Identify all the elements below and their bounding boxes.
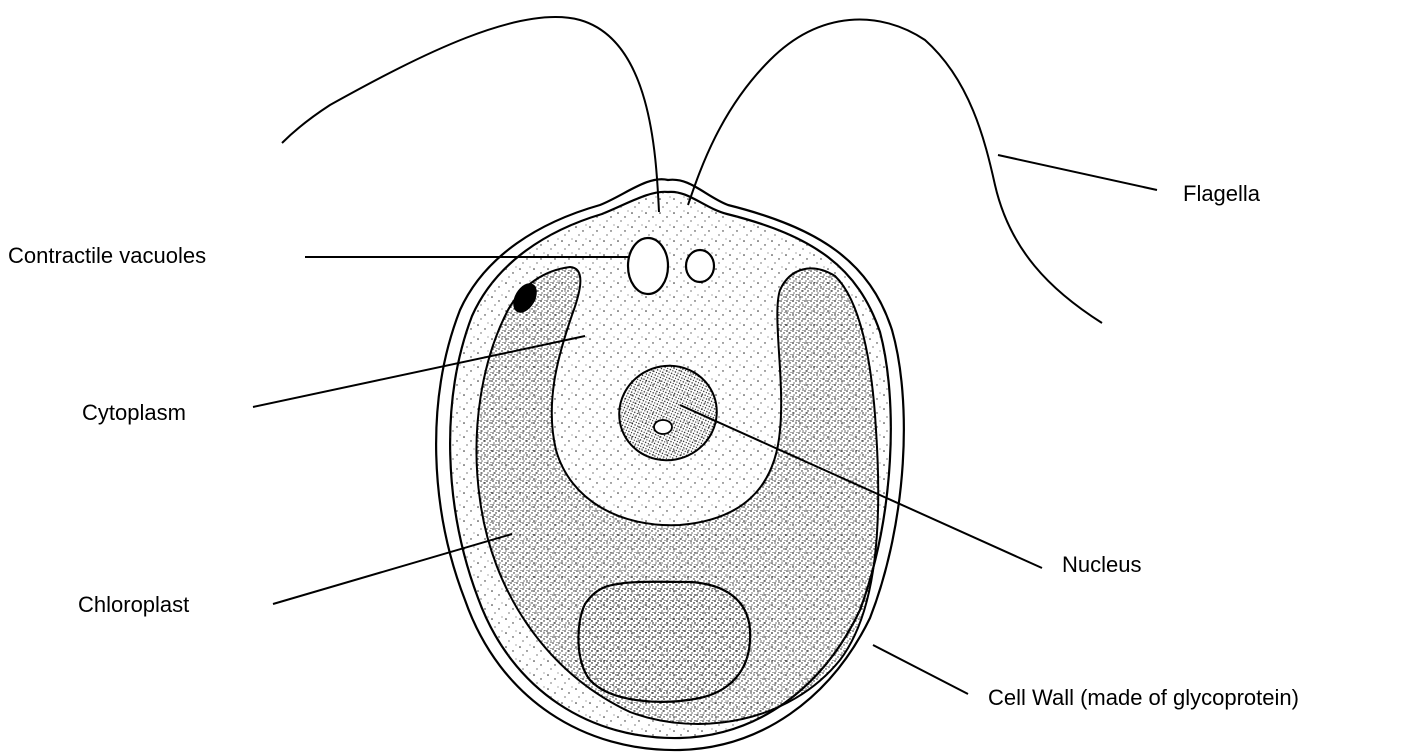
contractile-vacuole-1 [628, 238, 668, 294]
nucleolus [654, 420, 672, 434]
chloroplast-label: Chloroplast [78, 594, 189, 616]
pyrenoid [578, 582, 750, 702]
contractile-vacuole-2 [686, 250, 714, 282]
leader-cell-wall [873, 645, 968, 694]
flagella-label: Flagella [1183, 183, 1260, 205]
contractile-vacuoles-label: Contractile vacuoles [8, 245, 206, 267]
cytoplasm-label: Cytoplasm [82, 402, 186, 424]
leader-flagella [998, 155, 1157, 190]
cell-wall-label: Cell Wall (made of glycoprotein) [988, 687, 1299, 709]
nucleus-label: Nucleus [1062, 554, 1141, 576]
left-flagellum [282, 17, 659, 212]
